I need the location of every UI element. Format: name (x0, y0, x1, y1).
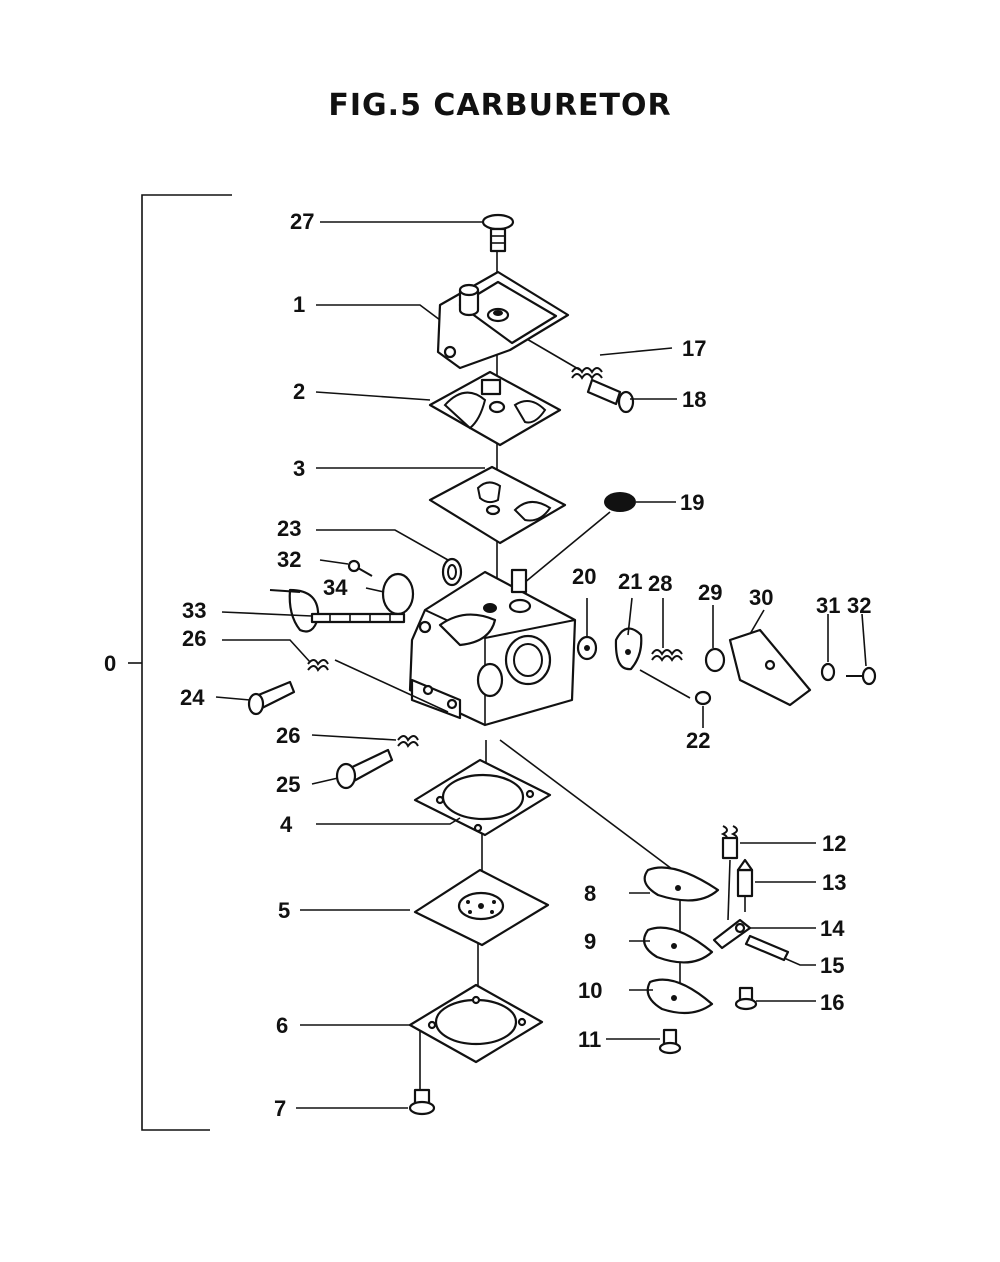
carburetor-body (408, 568, 577, 727)
callout-24: 24 (180, 685, 205, 710)
callout-6: 6 (276, 1013, 288, 1038)
part-32-screw-left (347, 559, 373, 577)
part-15-pin (744, 934, 790, 962)
callout-17: 17 (682, 336, 706, 361)
part-34-choke-plate (381, 572, 415, 616)
callout-10: 10 (578, 978, 602, 1003)
callout-26-lower: 26 (276, 723, 300, 748)
callout-2: 2 (293, 379, 305, 404)
figure-title: FIG.5 CARBURETOR (328, 88, 672, 123)
callout-27: 27 (290, 209, 314, 234)
callout-5: 5 (278, 898, 290, 923)
leader-lines (215, 221, 867, 1109)
part-19-welch-plug (517, 492, 636, 589)
part-20-washer (576, 635, 598, 661)
assembly-bracket (128, 194, 232, 1131)
part-3-valve-plate (428, 465, 567, 545)
part-18-adjust-screw (586, 378, 635, 414)
part-12-spring (720, 825, 739, 860)
part-11-screw (658, 1028, 682, 1055)
callout-21: 21 (618, 569, 642, 594)
part-4-gasket (413, 758, 552, 837)
callout-30: 30 (749, 585, 773, 610)
part-24-idle-screw (247, 680, 296, 716)
part-9-plate (643, 926, 714, 964)
callout-0: 0 (104, 651, 116, 676)
callout-28: 28 (648, 571, 672, 596)
part-17-spring (571, 367, 603, 380)
part-6-diaphragm-cover (408, 983, 544, 1064)
part-23-clip (441, 557, 463, 587)
part-25-mixture-screw (335, 748, 394, 790)
callout-13: 13 (822, 870, 846, 895)
part-28-spring (651, 649, 683, 662)
callout-22: 22 (686, 728, 710, 753)
part-10-plate (646, 978, 714, 1015)
callout-9: 9 (584, 929, 596, 954)
part-31-washer (820, 662, 836, 682)
callout-12: 12 (822, 831, 846, 856)
callout-25: 25 (276, 772, 300, 797)
part-1-pump-cover (436, 270, 570, 370)
callout-3: 3 (293, 456, 305, 481)
callout-16: 16 (820, 990, 844, 1015)
part-5-diaphragm (413, 868, 550, 947)
callout-32-left: 32 (277, 547, 301, 572)
part-26-spring-upper (307, 659, 449, 713)
callout-labels: 0 1 2 3 4 5 6 7 8 9 10 11 12 13 14 15 16… (104, 209, 871, 1121)
callout-29: 29 (698, 580, 722, 605)
callout-32-right: 32 (847, 593, 871, 618)
part-8-plate (643, 866, 720, 902)
callout-31: 31 (816, 593, 840, 618)
part-13-inlet-needle (736, 858, 754, 912)
callout-4: 4 (280, 812, 293, 837)
part-22-screw (639, 669, 712, 706)
part-21-throttle-lever (614, 627, 643, 671)
callout-7: 7 (274, 1096, 286, 1121)
callout-34: 34 (323, 575, 348, 600)
part-29-collar (704, 647, 726, 673)
callout-14: 14 (820, 916, 845, 941)
part-30-throttle-arm (728, 628, 812, 707)
callout-19: 19 (680, 490, 704, 515)
callout-11: 11 (578, 1027, 601, 1052)
part-33-choke-shaft (269, 588, 406, 633)
callout-23: 23 (277, 516, 301, 541)
part-27-screw (481, 213, 515, 253)
callout-8: 8 (584, 881, 596, 906)
callout-15: 15 (820, 953, 844, 978)
callout-26-upper: 26 (182, 626, 206, 651)
part-2-gasket (428, 370, 562, 447)
callout-33: 33 (182, 598, 206, 623)
part-7-screw (408, 1088, 436, 1116)
callout-1: 1 (293, 292, 305, 317)
callout-18: 18 (682, 387, 706, 412)
part-26-spring-lower (397, 735, 419, 748)
part-16-screw (734, 986, 758, 1011)
callout-20: 20 (572, 564, 596, 589)
part-32-screw-right (846, 666, 877, 686)
